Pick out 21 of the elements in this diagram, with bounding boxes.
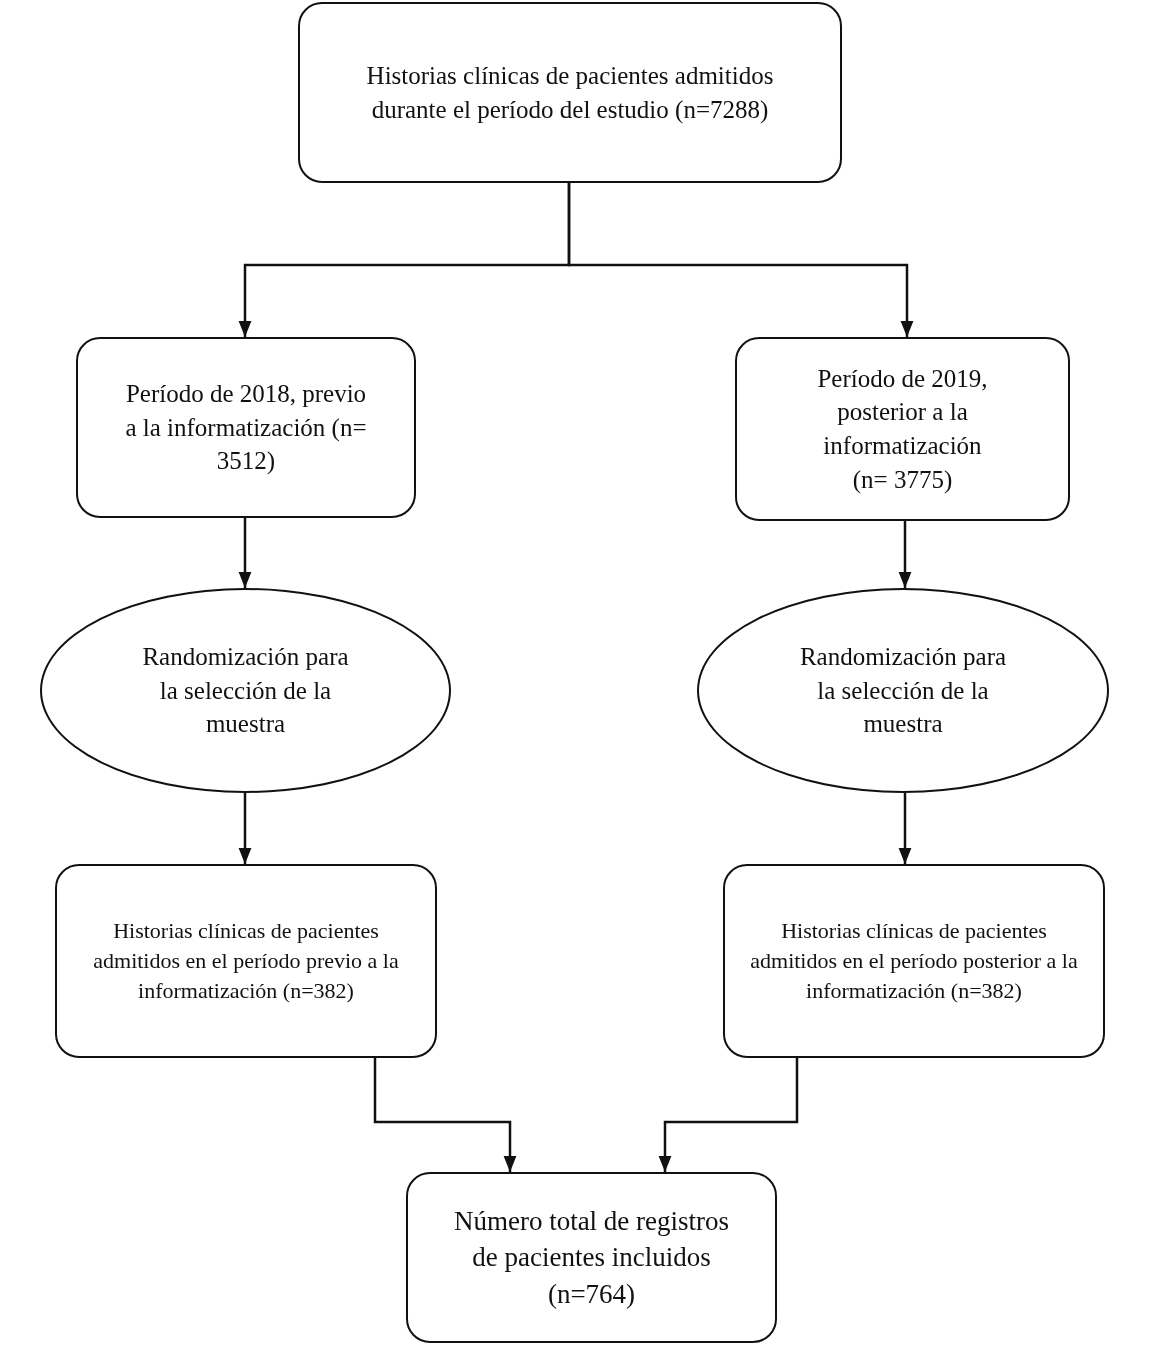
node-text: Historias clínicas de pacientes admitidos en el período previo a la informatización (n=382) <box>92 917 400 1005</box>
arrow <box>898 793 912 864</box>
arrow <box>373 1058 517 1172</box>
node-text: Período de 2018, previo a la informatización (n= 3512) <box>124 378 368 477</box>
process-box <box>298 2 842 183</box>
node-text: Número total de registros de pacientes incluidos (n=764) <box>452 1204 731 1311</box>
arrow <box>238 793 252 864</box>
node-text: Historias clínicas de pacientes admitidos en el período posterior a la informatización (n=382) <box>749 917 1079 1005</box>
process-box <box>735 337 1070 521</box>
node-text: Randomización para la selección de la muestra <box>798 641 1008 740</box>
process-box <box>723 864 1105 1058</box>
node-text: Período de 2019, posterior a la informatización (n= 3775) <box>816 363 989 495</box>
arrow <box>238 518 252 588</box>
arrow <box>898 521 912 588</box>
arrow <box>567 183 914 337</box>
process-box <box>55 864 437 1058</box>
node-text: Historias clínicas de pacientes admitidos durante el período del estudio (n=7288) <box>365 60 775 126</box>
process-box <box>406 1172 777 1343</box>
process-box <box>76 337 416 518</box>
arrow <box>658 1058 799 1172</box>
node-text: Randomización para la selección de la muestra <box>141 641 350 740</box>
